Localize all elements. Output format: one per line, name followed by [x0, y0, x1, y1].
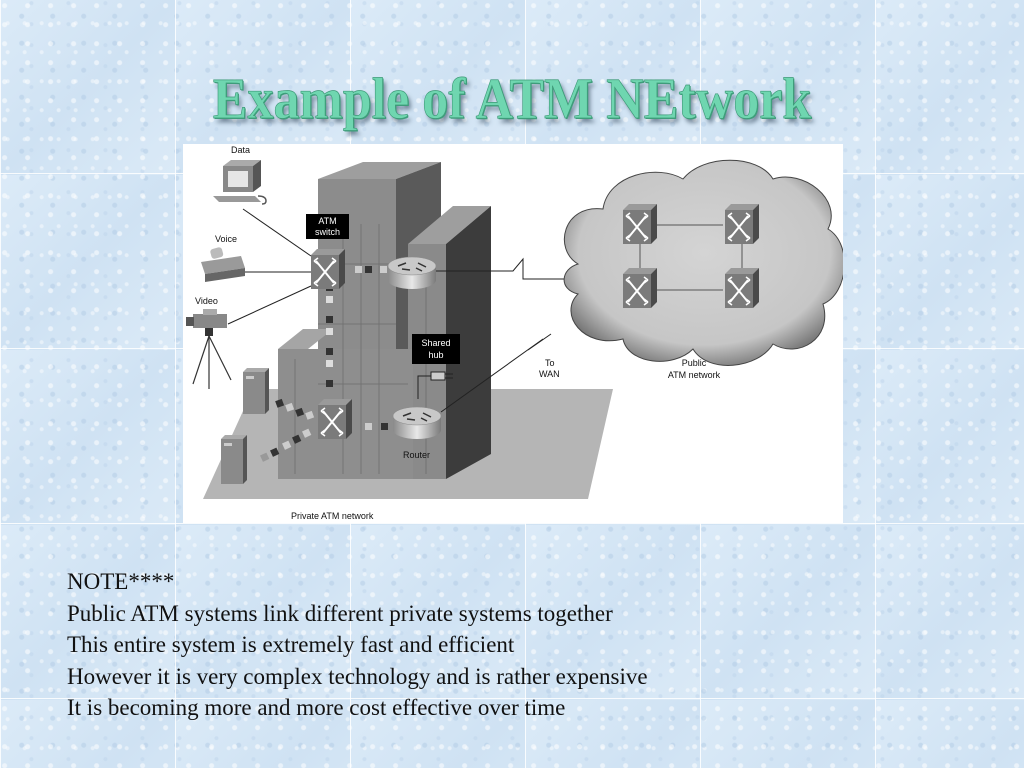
notes-line: However it is very complex technology an… — [67, 663, 648, 689]
notes-line: This entire system is extremely fast and… — [67, 632, 515, 657]
label-private-atm-network: Private ATM network — [291, 511, 374, 521]
link-router-wan — [440, 333, 552, 413]
notes-heading: NOTE**** — [67, 569, 175, 594]
label-router: Router — [403, 450, 430, 460]
label-shared-hub-1: Shared — [421, 338, 450, 348]
video-camera-icon — [186, 309, 232, 389]
label-data: Data — [231, 145, 250, 155]
link-data-switch — [242, 208, 312, 257]
computer-icon — [213, 160, 267, 205]
router-icon — [392, 406, 442, 440]
label-video: Video — [195, 296, 218, 306]
public-atm-cloud — [563, 159, 843, 366]
label-atm-switch-1: ATM — [318, 216, 336, 226]
hub-icon — [417, 371, 453, 399]
server-icon — [221, 435, 247, 484]
label-shared-hub-2: hub — [428, 350, 443, 360]
atm-switch-icon — [724, 203, 760, 245]
link-router-public — [433, 257, 573, 280]
atm-switch-icon — [317, 398, 353, 440]
slide-title: Example of ATM NEtwork — [212, 67, 812, 132]
telephone-icon — [201, 247, 245, 282]
server-icon — [243, 368, 269, 414]
notes-line: Public ATM systems link different privat… — [67, 600, 613, 626]
label-to-wan-2: WAN — [539, 369, 560, 379]
atm-switch-icon — [310, 248, 346, 290]
atm-network-diagram: Data Voice Video ATM switch Shared hub R… — [183, 144, 843, 523]
label-public-atm-1: Public — [682, 358, 707, 368]
label-atm-switch-2: switch — [315, 227, 340, 237]
label-voice: Voice — [215, 234, 237, 244]
router-icon — [387, 256, 437, 290]
atm-switch-icon — [622, 203, 658, 245]
link-video-switch — [227, 285, 312, 325]
notes-line: It is becoming more and more cost effect… — [67, 695, 566, 720]
notes-block: NOTE**** Public ATM systems link differe… — [67, 566, 648, 724]
atm-switch-icon — [622, 267, 658, 309]
label-to-wan-1: To — [545, 358, 555, 368]
label-public-atm-2: ATM network — [668, 370, 721, 380]
atm-switch-icon — [724, 267, 760, 309]
shared-hub-label-box — [412, 334, 460, 364]
atm-switch-label-box — [306, 214, 349, 239]
atm-cells-lower — [260, 398, 388, 462]
